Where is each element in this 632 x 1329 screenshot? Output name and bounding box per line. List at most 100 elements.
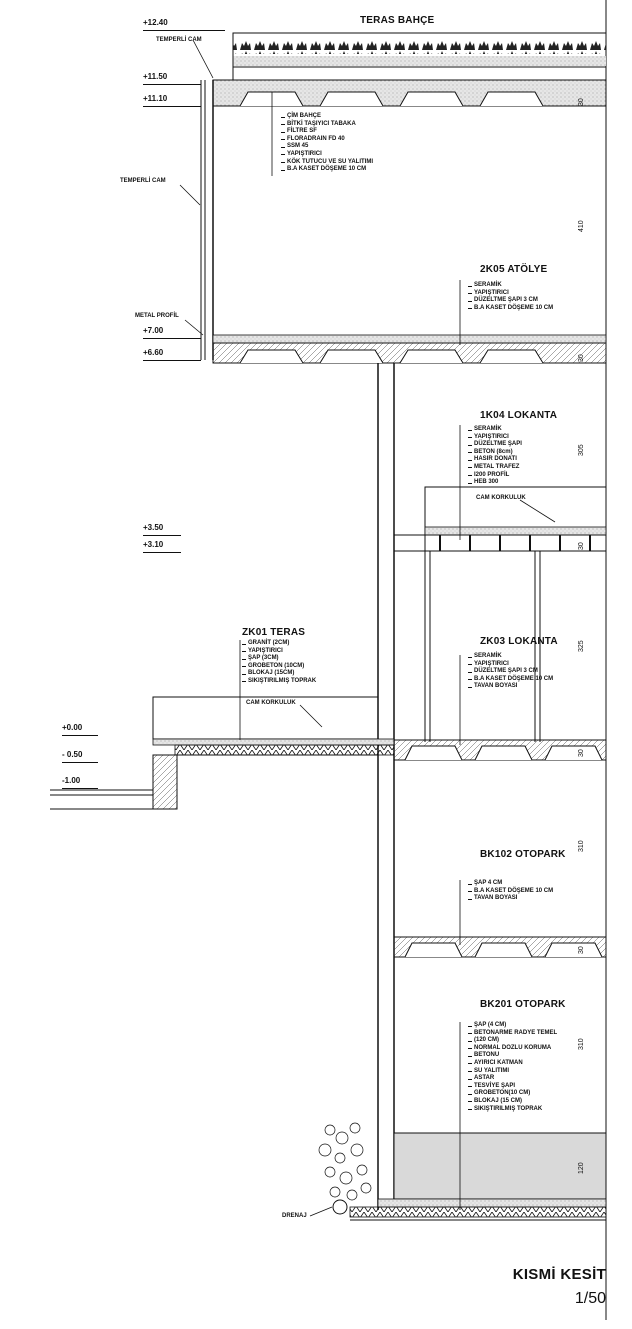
dimension-label: 305 — [578, 444, 585, 456]
layer-item: HEB 300 — [468, 479, 522, 487]
section-title-teras: ZK01 TERAS — [242, 627, 306, 638]
section-title-atolye: 2K05 ATÖLYE — [480, 264, 548, 275]
layer-list-teras-bahce: ÇİM BAHÇE BİTKİ TAŞIYICI TABAKA FİLTRE S… — [281, 113, 373, 174]
roof-garden — [212, 32, 607, 107]
dimension-label: 30 — [578, 749, 585, 757]
layer-item: YAPIŞTIRICI — [468, 290, 553, 298]
layer-item: BETONU — [468, 1052, 557, 1060]
parking-slab — [393, 936, 607, 958]
note-cam-korkuluk: CAM KORKULUK — [476, 495, 526, 501]
note-cam-korkuluk: CAM KORKULUK — [246, 700, 296, 706]
layer-item: GRANİT (2CM) — [242, 640, 316, 648]
note-metal-profil: METAL PROFİL — [135, 313, 179, 319]
layer-item: NORMAL DOZLU KORUMA — [468, 1045, 557, 1053]
layer-item: GROBETON (10CM) — [242, 663, 316, 671]
note-temperli-cam: TEMPERLİ CAM — [120, 178, 166, 184]
central-column — [377, 363, 395, 1210]
level-line — [143, 30, 225, 31]
layer-item: GROBETON(10 CM) — [468, 1090, 557, 1098]
dimension-label: 30 — [578, 354, 585, 362]
level-line — [143, 106, 201, 107]
layer-item: SERAMİK — [468, 653, 553, 661]
level-line — [62, 788, 98, 789]
level-line — [62, 735, 98, 736]
layer-item: ÇİM BAHÇE — [281, 113, 373, 121]
layer-item: KÖK TUTUCU VE SU YALITIMI — [281, 159, 373, 167]
layer-item: HASIR DONATI — [468, 456, 522, 464]
layer-item: TAVAN BOYASI — [468, 683, 553, 691]
layer-item: TAVAN BOYASI — [468, 895, 553, 903]
layer-item: ŞAP 4 CM — [468, 880, 553, 888]
layer-item: I200 PROFİL — [468, 472, 522, 480]
layer-item: SSM 45 — [281, 143, 373, 151]
ground-glazing — [424, 551, 541, 742]
level-11-50: +11.50 — [143, 72, 168, 81]
callout-leaders — [179, 39, 556, 1217]
layer-item: FİLTRE SF — [281, 128, 373, 136]
layer-list-teras: GRANİT (2CM) YAPIŞTIRICI ŞAP (3CM) GROBE… — [242, 640, 316, 686]
layer-item: B.A KASET DÖŞEME 10 CM — [468, 305, 553, 313]
layer-item: DÜZELTME ŞAPI 3 CM — [468, 297, 553, 305]
ground-slab — [393, 739, 607, 761]
dimension-label: 30 — [578, 98, 585, 106]
layer-item: DÜZELTME ŞAPI — [468, 441, 522, 449]
level-minus-0-50: - 0.50 — [62, 750, 83, 759]
layer-item: ŞAP (3CM) — [242, 655, 316, 663]
layer-list-otopark1: ŞAP 4 CM B.A KASET DÖŞEME 10 CM TAVAN BO… — [468, 880, 553, 903]
layer-item: BLOKAJ (15CM) — [242, 670, 316, 678]
drawing-title: KISMİ KESİT — [512, 1266, 606, 1283]
atelier-slab — [212, 334, 607, 364]
level-11-10: +11.10 — [143, 94, 168, 103]
dimension-label: 410 — [578, 220, 585, 232]
layer-item: YAPIŞTIRICI — [242, 648, 316, 656]
upper-glazing — [200, 80, 214, 360]
layer-item: SERAMİK — [468, 426, 522, 434]
layer-item: YAPIŞTIRICI — [281, 151, 373, 159]
layer-item: ASTAR — [468, 1075, 557, 1083]
note-drenaj: DRENAJ — [282, 1213, 307, 1219]
level-6-60: +6.60 — [143, 348, 164, 357]
foundation — [332, 1132, 607, 1221]
layer-item: METAL TRAFEZ — [468, 464, 522, 472]
gravel-fill — [318, 1122, 372, 1201]
layer-list-lokanta0: SERAMİK YAPIŞTIRICI DÜZELTME ŞAPI 3 CM B… — [468, 653, 553, 691]
layer-item: ŞAP (4 CM) — [468, 1022, 557, 1030]
layer-item: B.A KASET DÖŞEME 10 CM — [281, 166, 373, 174]
layer-item: YAPIŞTIRICI — [468, 661, 553, 669]
layer-item: SU YALITIMI — [468, 1068, 557, 1076]
layer-list-lokanta1: SERAMİK YAPIŞTIRICI DÜZELTME ŞAPI BETON … — [468, 426, 522, 487]
level-12-40: +12.40 — [143, 18, 168, 27]
layer-item: B.A KASET DÖŞEME 10 CM — [468, 888, 553, 896]
section-title-otopark2: BK201 OTOPARK — [480, 999, 566, 1010]
layer-item: BİTKİ TAŞIYICI TABAKA — [281, 121, 373, 129]
layer-item: SIKIŞTIRILMIŞ TOPRAK — [242, 678, 316, 686]
section-title-lokanta0: ZK03 LOKANTA — [480, 636, 558, 647]
layer-item: DÜZELTME ŞAPI 3 CM — [468, 668, 553, 676]
dimension-label: 310 — [578, 840, 585, 852]
level-minus-1-00: -1.00 — [62, 776, 81, 785]
section-title-lokanta1: 1K04 LOKANTA — [480, 410, 558, 421]
terrace — [50, 696, 395, 810]
level-line — [143, 535, 181, 536]
layer-item: AYIRICI KATMAN — [468, 1060, 557, 1068]
layer-item: (120 CM) — [468, 1037, 557, 1045]
layer-item: SIKIŞTIRILMIŞ TOPRAK — [468, 1106, 557, 1114]
level-3-50: +3.50 — [143, 523, 164, 532]
layer-item: TESVİYE ŞAPI — [468, 1083, 557, 1091]
level-line — [143, 84, 201, 85]
layer-item: BETON (8cm) — [468, 449, 522, 457]
dimension-label: 325 — [578, 640, 585, 652]
layer-item: SERAMİK — [468, 282, 553, 290]
drawing-scale: 1/50 — [574, 1290, 606, 1307]
layer-item: B.A KASET DÖŞEME 10 CM — [468, 676, 553, 684]
level-7-00: +7.00 — [143, 326, 164, 335]
dimension-label: 310 — [578, 1038, 585, 1050]
section-title-otopark1: BK102 OTOPARK — [480, 849, 566, 860]
layer-item: BLOKAJ (15 CM) — [468, 1098, 557, 1106]
layer-list-otopark2: ŞAP (4 CM) BETONARME RADYE TEMEL (120 CM… — [468, 1022, 557, 1113]
layer-item: BETONARME RADYE TEMEL — [468, 1030, 557, 1038]
level-line — [143, 360, 201, 361]
note-temperli-cam: TEMPERLİ CAM — [156, 37, 202, 43]
